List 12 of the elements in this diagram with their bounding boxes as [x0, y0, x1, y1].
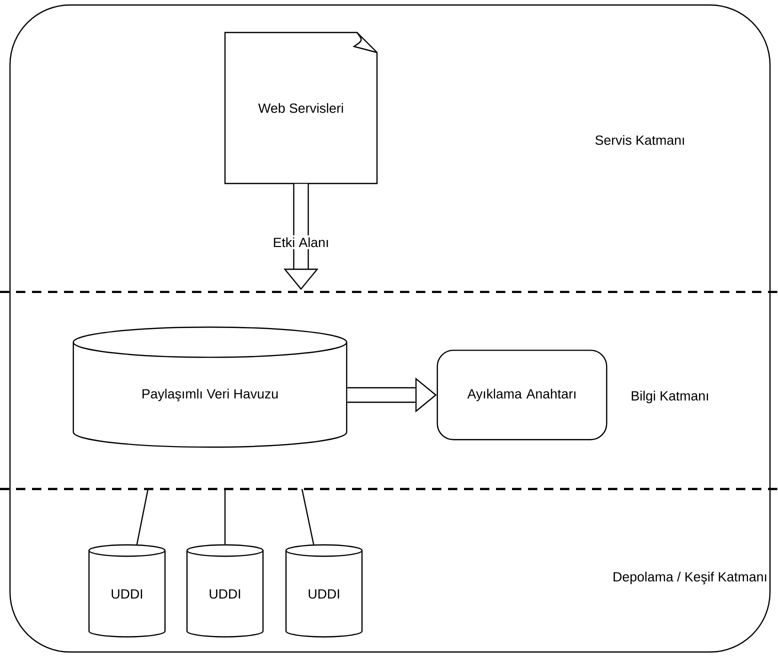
layer-label: Depolama / Keşif Katmanı	[614, 572, 766, 584]
cylinder: UDDI	[186, 544, 264, 638]
cylinder: UDDI	[285, 544, 363, 638]
process-box: Ayıklama Anahtarı	[436, 350, 608, 440]
layer-label: Servis Katmanı	[595, 135, 684, 145]
edge-label: Etki Alanı	[270, 235, 332, 250]
connector-line	[301, 488, 314, 545]
layer-label: Bilgi Katmanı	[632, 390, 708, 404]
connector-line	[224, 489, 226, 544]
cylinder: Paylaşımlı Veri Havuzu	[72, 326, 348, 448]
cylinder: UDDI	[88, 544, 166, 638]
connector-line	[136, 488, 149, 545]
